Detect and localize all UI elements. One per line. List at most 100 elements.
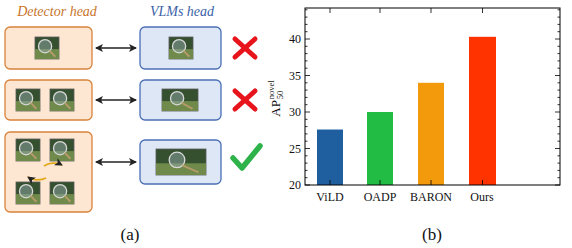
cross-stroke [235,91,255,109]
category-label: OADP [364,191,397,203]
y-tick [305,53,308,54]
y-tick [558,31,561,32]
cross-stroke [235,39,255,57]
script-stack: novel50 [266,80,283,99]
y-tick [305,104,308,105]
y-tick [305,119,308,120]
y-tick [558,90,561,91]
y-tick [558,82,561,83]
thumb-handle [65,196,71,202]
bar [367,112,393,185]
y-tick [555,39,560,40]
y-tick [305,177,308,178]
thumb-handle [31,103,37,109]
y-tick [305,90,308,91]
image-thumbnail [50,182,74,204]
x-tick [380,180,381,185]
y-tick [555,112,560,113]
y-tick [305,46,308,47]
y-tick [558,119,561,120]
y-tick [305,148,310,149]
cycle-arrow [28,177,46,180]
double-arrow [96,47,136,49]
y-tick [558,24,561,25]
column-heading: Detector head [17,5,97,19]
x-tick [380,8,381,13]
thumb-bg [16,182,40,204]
y-tick [558,46,561,47]
thumb-bg [169,37,193,59]
y-tick [558,104,561,105]
y-tick [305,9,308,10]
cycle-arrow [44,163,62,166]
thumb-lens [171,92,184,105]
y-tick [305,68,308,69]
y-tick [305,24,308,25]
bar [317,130,343,185]
image-thumbnail [169,37,193,59]
image-thumbnail [50,89,74,111]
thumb-handle [31,196,37,202]
vlm-box [140,140,221,184]
x-tick [431,180,432,185]
tick-label: 25 [289,143,301,155]
thumb-bg [16,89,40,111]
image-thumbnail [50,139,74,161]
y-tick [558,9,561,10]
category-label: ViLD [316,191,343,203]
axes-frame [305,8,560,185]
bar [418,83,444,185]
y-tick [558,163,561,164]
y-tick [558,60,561,61]
y-tick [305,141,308,142]
y-tick [305,60,308,61]
y-tick [555,75,560,76]
y-tick [558,97,561,98]
bar [469,37,496,185]
image-thumbnail [35,37,59,59]
image-thumbnail [156,149,206,175]
tick-label: 35 [289,70,301,82]
tick-label: 30 [289,106,301,118]
panel-label: (a) [121,226,140,243]
cross-stroke [235,91,255,109]
image-thumbnail [16,139,40,161]
x-tick [330,8,331,13]
thumb-bg [16,139,40,161]
detector-box [5,80,92,120]
y-tick [558,53,561,54]
y-tick [305,112,310,113]
cross-mark [235,91,255,109]
y-tick [305,163,308,164]
y-tick [305,170,308,171]
double-arrow [96,161,136,163]
y-tick [305,31,308,32]
y-tick [305,185,310,186]
thumb-bg [35,37,59,59]
image-thumbnail [16,182,40,204]
category-label: Ours [470,191,493,203]
cross-mark [235,39,255,57]
thumb-handle [50,51,56,57]
y-tick [558,177,561,178]
panel-label: (b) [422,226,442,243]
category-label: BARON [410,191,452,203]
detector-box [5,132,92,212]
y-tick [305,126,308,127]
y-tick [558,141,561,142]
axis-text: AP [268,100,281,117]
y-tick [305,39,310,40]
tick-label: 20 [289,179,301,191]
x-tick [330,180,331,185]
y-tick [558,17,561,18]
y-tick [558,155,561,156]
y-axis-label: APnovel50 [266,80,283,117]
thumb-handle [182,165,198,172]
tick-label: 40 [289,33,301,45]
y-tick [305,82,308,83]
check-mark [233,146,260,168]
thumb-bg [50,182,74,204]
thumb-bg [156,149,206,175]
y-tick [555,185,560,186]
